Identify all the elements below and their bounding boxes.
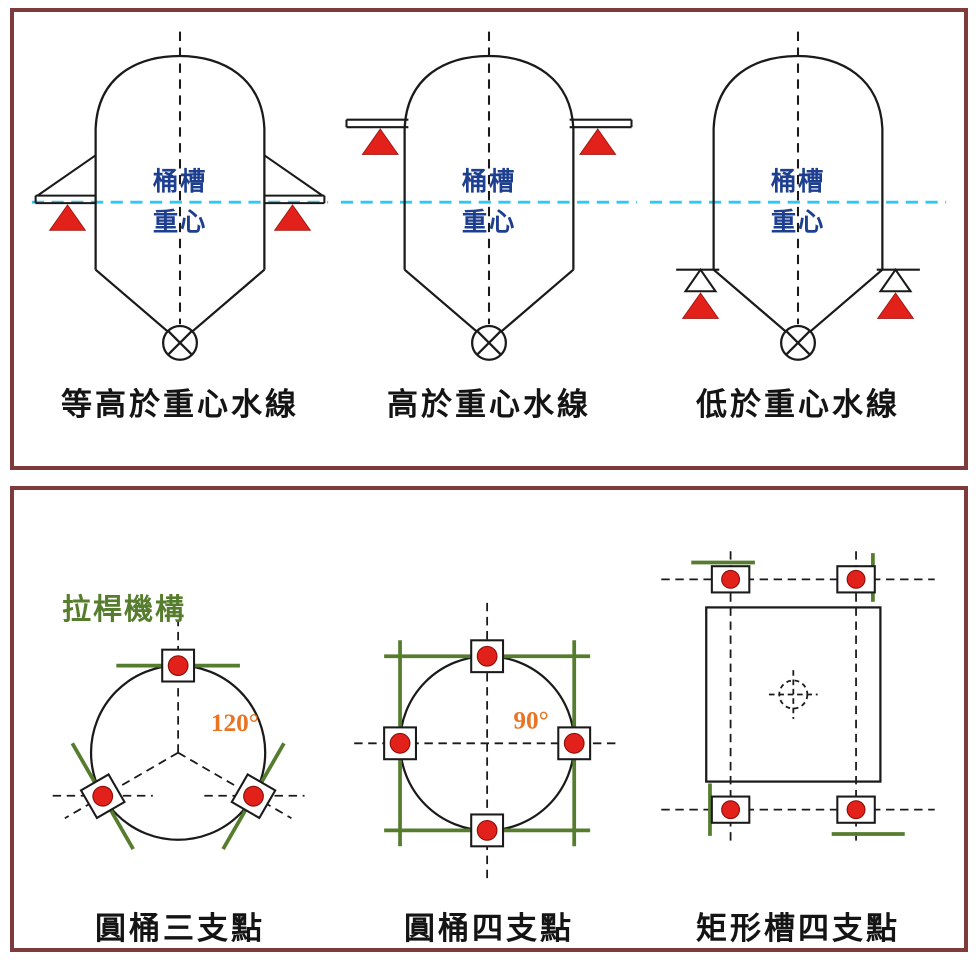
foundation-triangle-right: [877, 292, 914, 319]
support-pivot-right: [557, 726, 592, 761]
layout-figure-three-point: 120° 圓桶三支點: [26, 540, 334, 948]
support-pivot-top: [470, 639, 505, 674]
support-pivot-top-left: [710, 565, 751, 594]
foundation-triangle-left: [682, 292, 719, 319]
support-pivot-lower-right: [230, 773, 277, 819]
layout-caption-rect-four-point: 矩形槽四支點: [696, 911, 900, 946]
cg-label-line2: 重心: [771, 208, 825, 236]
support-pivot-lower-left: [79, 773, 126, 819]
layout-figure-rect-four-point: 矩形槽四支點: [644, 540, 952, 948]
support-pivot-bottom: [470, 813, 505, 848]
tank-rectangle: [705, 606, 882, 783]
angle-label-90: 90°: [513, 706, 548, 734]
cg-label-line1: 桶槽: [462, 167, 516, 196]
tank-diagram-equal: 桶槽 重心: [30, 30, 330, 361]
tank-diagram-below: 桶槽 重心: [648, 30, 948, 361]
tie-rod-mechanism-label: 拉桿機構: [62, 594, 187, 626]
support-pivot-top: [161, 648, 196, 683]
support-layout-panel: 拉桿機構: [10, 486, 968, 952]
layout-caption-three-point: 圓桶三支點: [95, 911, 265, 946]
four-point-layout-diagram: 90°: [354, 602, 621, 884]
tank-figure-below: 桶槽 重心 低於重心水線: [644, 24, 952, 424]
pin-support-right: [876, 267, 920, 293]
layout-caption-four-point: 圓桶四支點: [404, 911, 574, 946]
cg-label-line1: 桶槽: [771, 167, 825, 196]
center-mark: [768, 670, 818, 719]
angle-label-120: 120°: [211, 709, 259, 737]
tank-figure-equal-height: 桶槽 重心 等高於重心水線: [26, 24, 334, 424]
tank-diagram-above: 桶槽 重心: [339, 30, 639, 361]
support-pivot-left: [383, 726, 417, 761]
support-height-panel: 桶槽 重心 等高於重心水線: [10, 8, 968, 470]
tank-figure-above: 桶槽 重心 高於重心水線: [335, 24, 643, 424]
rect-four-point-layout-diagram: [661, 551, 935, 844]
tank-caption-equal: 等高於重心水線: [61, 387, 299, 422]
support-pivot-bottom-left: [710, 795, 751, 824]
cg-label-line2: 重心: [462, 208, 516, 236]
cg-label-line1: 桶槽: [153, 167, 207, 196]
support-bracket-right: [263, 154, 326, 205]
cg-label-line2: 重心: [153, 208, 207, 236]
support-pivot-top-right: [836, 565, 876, 594]
tank-figure-row: 桶槽 重心 等高於重心水線: [14, 12, 964, 424]
support-pivot-bottom-right: [836, 795, 876, 824]
layout-figure-four-point: 90° 圓桶四支點: [335, 540, 643, 948]
support-plate-right: [569, 118, 633, 129]
support-centerlines: [661, 551, 935, 844]
tank-caption-above: 高於重心水線: [387, 387, 591, 422]
layout-figure-row: 120° 圓桶三支點: [14, 490, 964, 948]
foundation-triangle-right: [274, 204, 311, 231]
pin-support-left: [676, 267, 720, 293]
three-point-layout-diagram: 120°: [52, 619, 305, 851]
tank-caption-below: 低於重心水線: [696, 387, 900, 422]
foundation-triangle-left: [361, 128, 399, 155]
support-plate-left: [345, 118, 409, 129]
foundation-triangle-right: [579, 128, 617, 155]
support-bracket-left: [34, 154, 97, 205]
foundation-triangle-left: [49, 204, 86, 231]
